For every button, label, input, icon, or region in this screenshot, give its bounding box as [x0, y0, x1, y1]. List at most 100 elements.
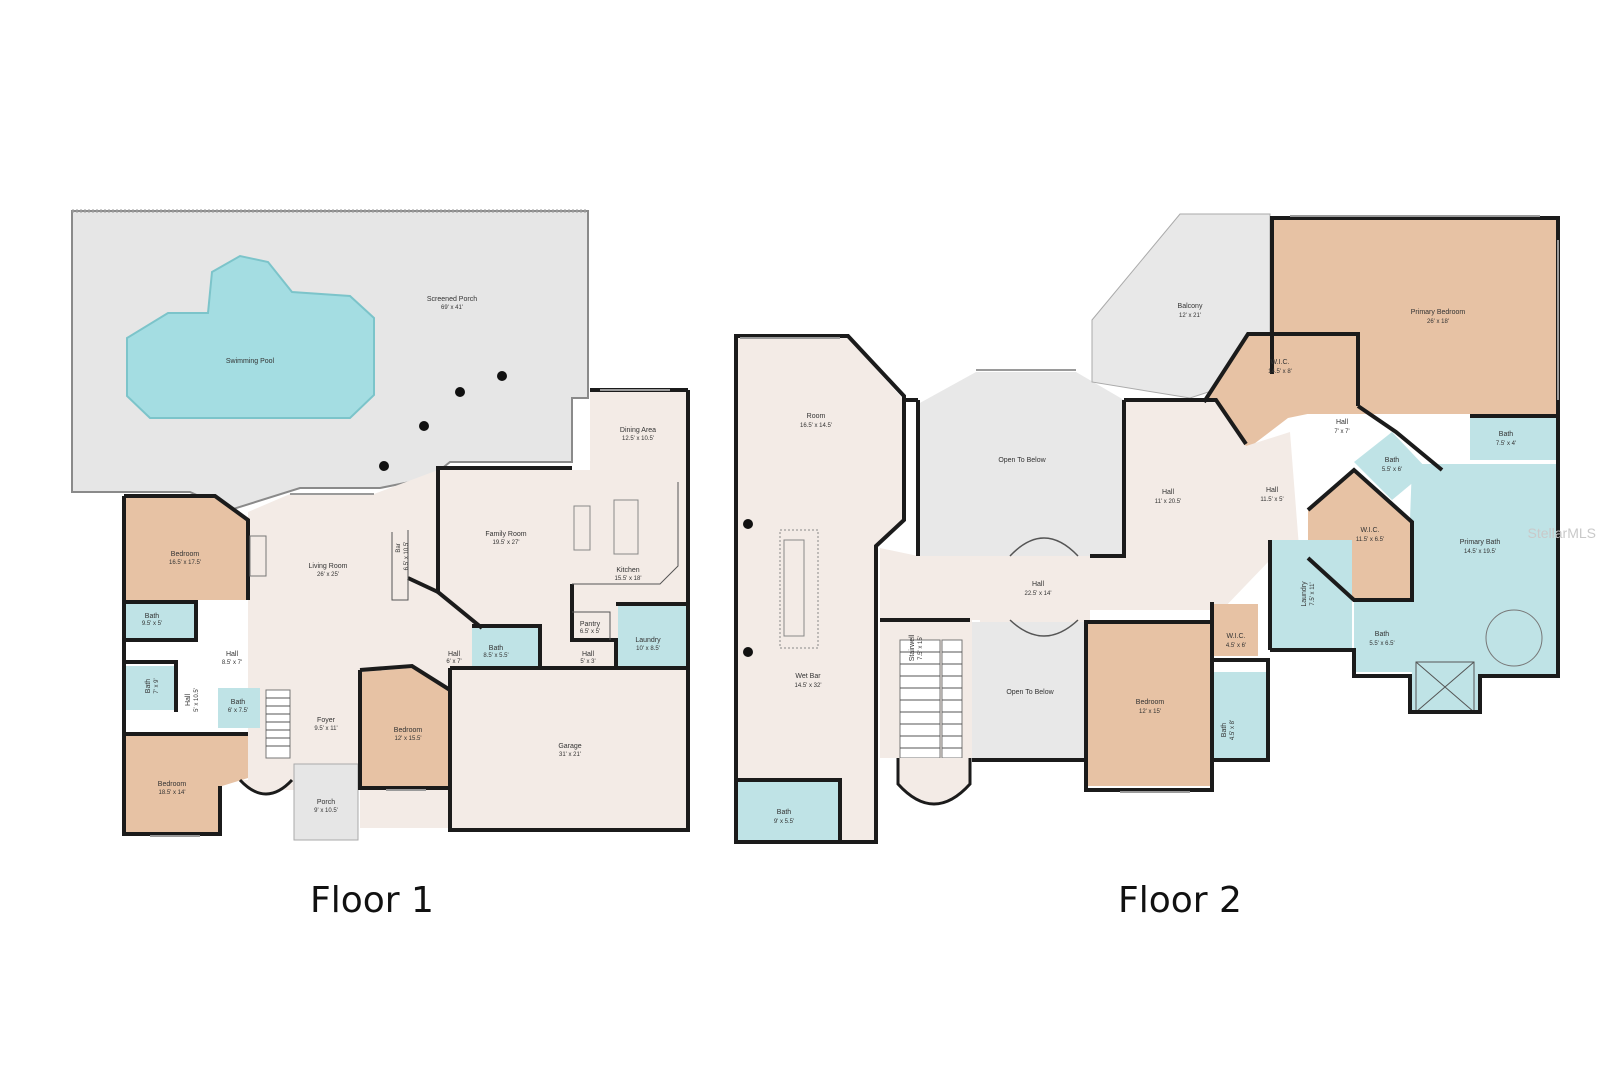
column: [497, 371, 507, 381]
dims-primary-bedroom: 26' x 18': [1427, 319, 1449, 325]
label-hall-c: Hall: [1266, 487, 1279, 494]
open-to-below-lower: [972, 622, 1084, 758]
dims-bar: 6.5' x 10.5': [404, 542, 410, 571]
floor-2-plan: Balcony 12' x 21' Primary Bedroom 26' x …: [734, 213, 1560, 844]
dims-bedroom-3: 18.5' x 14': [159, 790, 186, 796]
kitchen-island: [573, 505, 591, 551]
label-hall-3: Hall: [448, 651, 461, 658]
floor-1-title: Floor 1: [310, 880, 434, 921]
dims-hall-b: 11' x 20.5': [1155, 499, 1182, 505]
label-open-to-below-2: Open To Below: [1006, 689, 1054, 696]
dims-screened-porch: 69' x 41': [441, 305, 463, 311]
dims-hall-3: 6' x 7': [446, 659, 461, 665]
label-bath-1: Bath: [145, 613, 160, 620]
label-open-to-below-1: Open To Below: [998, 457, 1046, 464]
label-wic-3: W.I.C.: [1226, 633, 1245, 640]
swimming-pool: [126, 254, 375, 419]
stairs-floor-1: [265, 689, 291, 759]
bath-mid: [1354, 432, 1428, 500]
dims-bedroom-f2: 12' x 15': [1139, 709, 1161, 715]
wet-bar-island: [779, 529, 819, 649]
dims-garage: 31' x 21': [559, 752, 581, 758]
dims-room: 16.5' x 14.5': [800, 423, 832, 429]
bedroom-top-left: [124, 498, 248, 600]
dims-hall-d: 22.5' x 14': [1025, 591, 1052, 597]
stair-turret-floor-2: [896, 758, 972, 806]
bedroom-floor-2: [1086, 622, 1214, 786]
bath-wet-bar: [738, 780, 838, 842]
dims-wic-2: 11.5' x 6.5': [1356, 537, 1384, 543]
dims-bedroom-1: 16.5' x 17.5': [169, 560, 201, 566]
label-bath-b: Bath: [1385, 457, 1400, 464]
label-kitchen: Kitchen: [616, 567, 639, 574]
floor-1-main-body: [248, 390, 686, 828]
bath-bedroom: [1214, 672, 1268, 758]
laundry: [618, 606, 686, 668]
floor-2-title: Floor 2: [1118, 880, 1242, 921]
label-stairwell: Stairwell: [909, 634, 916, 661]
label-bedroom-1: Bedroom: [171, 551, 200, 558]
dims-hall-c: 11.5' x 5': [1260, 497, 1283, 503]
dims-stairwell: 7.5' x 15': [918, 636, 924, 660]
label-bath-3: Bath: [231, 699, 246, 706]
bath-top-right: [1470, 418, 1556, 460]
room-wet-bar-block: [736, 338, 902, 842]
label-hall-a: Hall: [1336, 419, 1349, 426]
label-hall-4: Hall: [582, 651, 595, 658]
label-hall-d: Hall: [1032, 581, 1045, 588]
wic-small: [1214, 604, 1258, 656]
dims-dining-area: 12.5' x 10.5': [622, 436, 654, 442]
dims-kitchen: 15.5' x 18': [615, 576, 642, 582]
label-laundry-2: Laundry: [1301, 581, 1308, 607]
dims-hall-1: 8.5' x 7': [222, 660, 242, 666]
dims-bath-e: 9' x 5.5': [774, 819, 794, 825]
label-porch: Porch: [317, 799, 335, 806]
dims-primary-bath: 14.5' x 19.5': [1464, 549, 1496, 555]
column: [743, 519, 753, 529]
dims-bath-2: 7' x 9': [154, 678, 160, 693]
label-bath-c: Bath: [1375, 631, 1390, 638]
watermark: StellarMLS: [1528, 525, 1596, 541]
label-bath-4: Bath: [489, 645, 504, 652]
column: [455, 387, 465, 397]
laundry-floor-2: [1270, 540, 1352, 648]
rotunda-bump-bottom: [1009, 619, 1079, 637]
primary-bath-area: [1410, 464, 1556, 710]
label-primary-bath: Primary Bath: [1460, 539, 1501, 546]
column: [379, 461, 389, 471]
label-dining-area: Dining Area: [620, 427, 656, 434]
wic-upper: [1204, 332, 1356, 450]
dims-laundry-2: 7.5' x 11': [1310, 582, 1316, 605]
label-bath-a: Bath: [1499, 431, 1514, 438]
tub: [1485, 609, 1543, 667]
dims-wic-3: 4.5' x 6': [1226, 643, 1246, 649]
dims-bath-3: 6' x 7.5': [228, 708, 248, 714]
fireplace: [249, 535, 267, 577]
floor-1-plan: Screened Porch 69' x 41' Swimming Pool D…: [71, 209, 690, 841]
stair-turret: [238, 778, 294, 796]
dims-living-room: 26' x 25': [317, 572, 339, 578]
dims-bedroom-2: 12' x 15.5': [395, 736, 422, 742]
label-bedroom-2: Bedroom: [394, 727, 423, 734]
dims-hall-4: 5' x 3': [580, 659, 595, 665]
label-swimming-pool: Swimming Pool: [226, 358, 275, 365]
bath-4: [472, 628, 538, 666]
column: [743, 647, 753, 657]
dims-hall-2: 5' x 10.5': [194, 688, 200, 712]
label-hall-2: Hall: [185, 694, 192, 707]
dims-foyer: 9.5' x 11': [314, 726, 337, 732]
dims-bath-d: 4.5' x 8': [1230, 720, 1236, 740]
open-to-below-upper: [918, 372, 1124, 556]
bath-lower-mid: [1354, 600, 1412, 672]
dims-bath-b: 5.5' x 6': [1382, 467, 1402, 473]
rotunda-bump: [1009, 537, 1079, 557]
label-bedroom-3: Bedroom: [158, 781, 187, 788]
bedroom-bottom-left: [124, 734, 248, 834]
label-bath-e: Bath: [777, 809, 792, 816]
label-foyer: Foyer: [317, 717, 336, 724]
bath-3: [218, 688, 260, 728]
label-wet-bar: Wet Bar: [795, 673, 821, 680]
dims-pantry: 6.5' x 5': [580, 629, 600, 635]
bath-2: [124, 666, 174, 710]
